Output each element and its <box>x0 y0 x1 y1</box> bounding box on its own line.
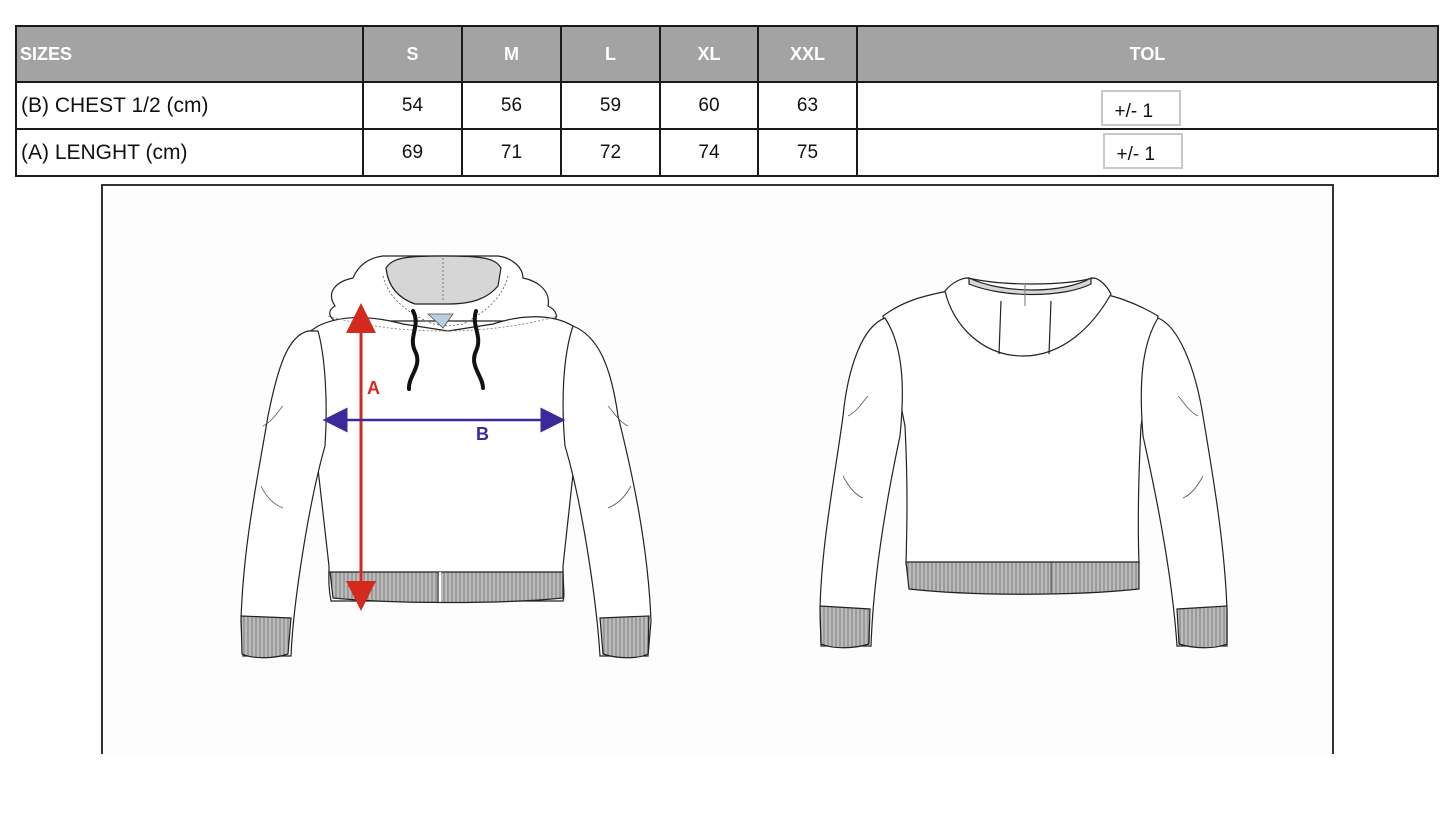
header-tolerance: TOL <box>856 25 1439 83</box>
header-sizes: SIZES <box>15 25 364 83</box>
cell-value: 69 <box>362 128 463 177</box>
table-row: (A) LENGHT (cm) 69 71 72 74 75 +/- 1 <box>15 128 1439 177</box>
cell-value: 63 <box>757 81 858 130</box>
header-size-xl: XL <box>659 25 759 83</box>
header-size-m: M <box>461 25 562 83</box>
table-header-row: SIZES S M L XL XXL TOL <box>15 25 1439 83</box>
tolerance-box: +/- 1 <box>1100 89 1181 126</box>
cell-value: 72 <box>560 128 661 177</box>
table-row: (B) CHEST 1/2 (cm) 54 56 59 60 63 +/- 1 <box>15 81 1439 130</box>
row-label: (A) LENGHT (cm) <box>15 128 364 177</box>
row-label: (B) CHEST 1/2 (cm) <box>15 81 364 130</box>
header-size-xxl: XXL <box>757 25 858 83</box>
cell-value: 74 <box>659 128 759 177</box>
cell-value: 59 <box>560 81 661 130</box>
garment-illustration-frame: A B <box>101 184 1334 754</box>
cell-value: 71 <box>461 128 562 177</box>
tolerance-cell: +/- 1 <box>856 128 1439 177</box>
tolerance-cell: +/- 1 <box>856 81 1439 130</box>
tolerance-box: +/- 1 <box>1102 132 1183 169</box>
header-size-s: S <box>362 25 463 83</box>
measure-a-label: A <box>367 378 380 398</box>
cell-value: 54 <box>362 81 463 130</box>
cell-value: 75 <box>757 128 858 177</box>
cell-value: 60 <box>659 81 759 130</box>
header-size-l: L <box>560 25 661 83</box>
hoodie-front-view <box>240 255 652 659</box>
cell-value: 56 <box>461 81 562 130</box>
hoodie-back-view <box>819 276 1228 649</box>
size-chart-table: SIZES S M L XL XXL TOL (B) CHEST 1/2 (cm… <box>15 25 1439 177</box>
measure-b-label: B <box>476 424 489 444</box>
